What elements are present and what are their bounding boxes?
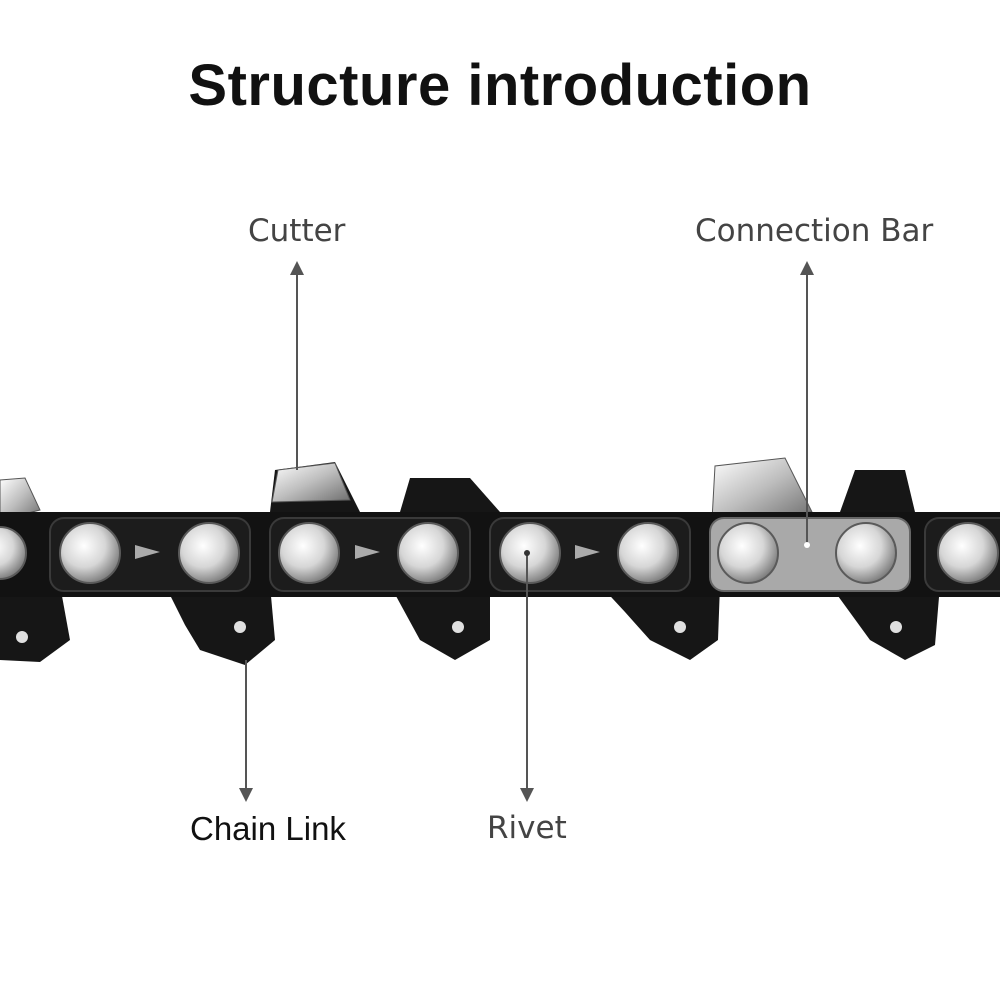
page-title: Structure introduction bbox=[188, 53, 812, 118]
cutter-top-1 bbox=[271, 462, 351, 503]
label-rivet: Rivet bbox=[487, 810, 567, 846]
label-connection-bar: Connection Bar bbox=[695, 213, 934, 249]
drive-link-holes bbox=[16, 621, 902, 643]
label-chain-link: Chain Link bbox=[190, 810, 346, 847]
drive-links bbox=[0, 585, 940, 665]
cutter-top-2 bbox=[711, 457, 813, 521]
link-windows bbox=[135, 545, 600, 559]
pointer-arrows bbox=[239, 261, 814, 802]
cutter-top-left bbox=[0, 477, 41, 521]
bar-pointer-dot bbox=[804, 542, 810, 548]
chrome-cutters bbox=[0, 457, 813, 521]
rivet-pointer-dot bbox=[524, 550, 530, 556]
label-cutter: Cutter bbox=[248, 213, 346, 249]
cutter-bodies bbox=[270, 462, 915, 512]
